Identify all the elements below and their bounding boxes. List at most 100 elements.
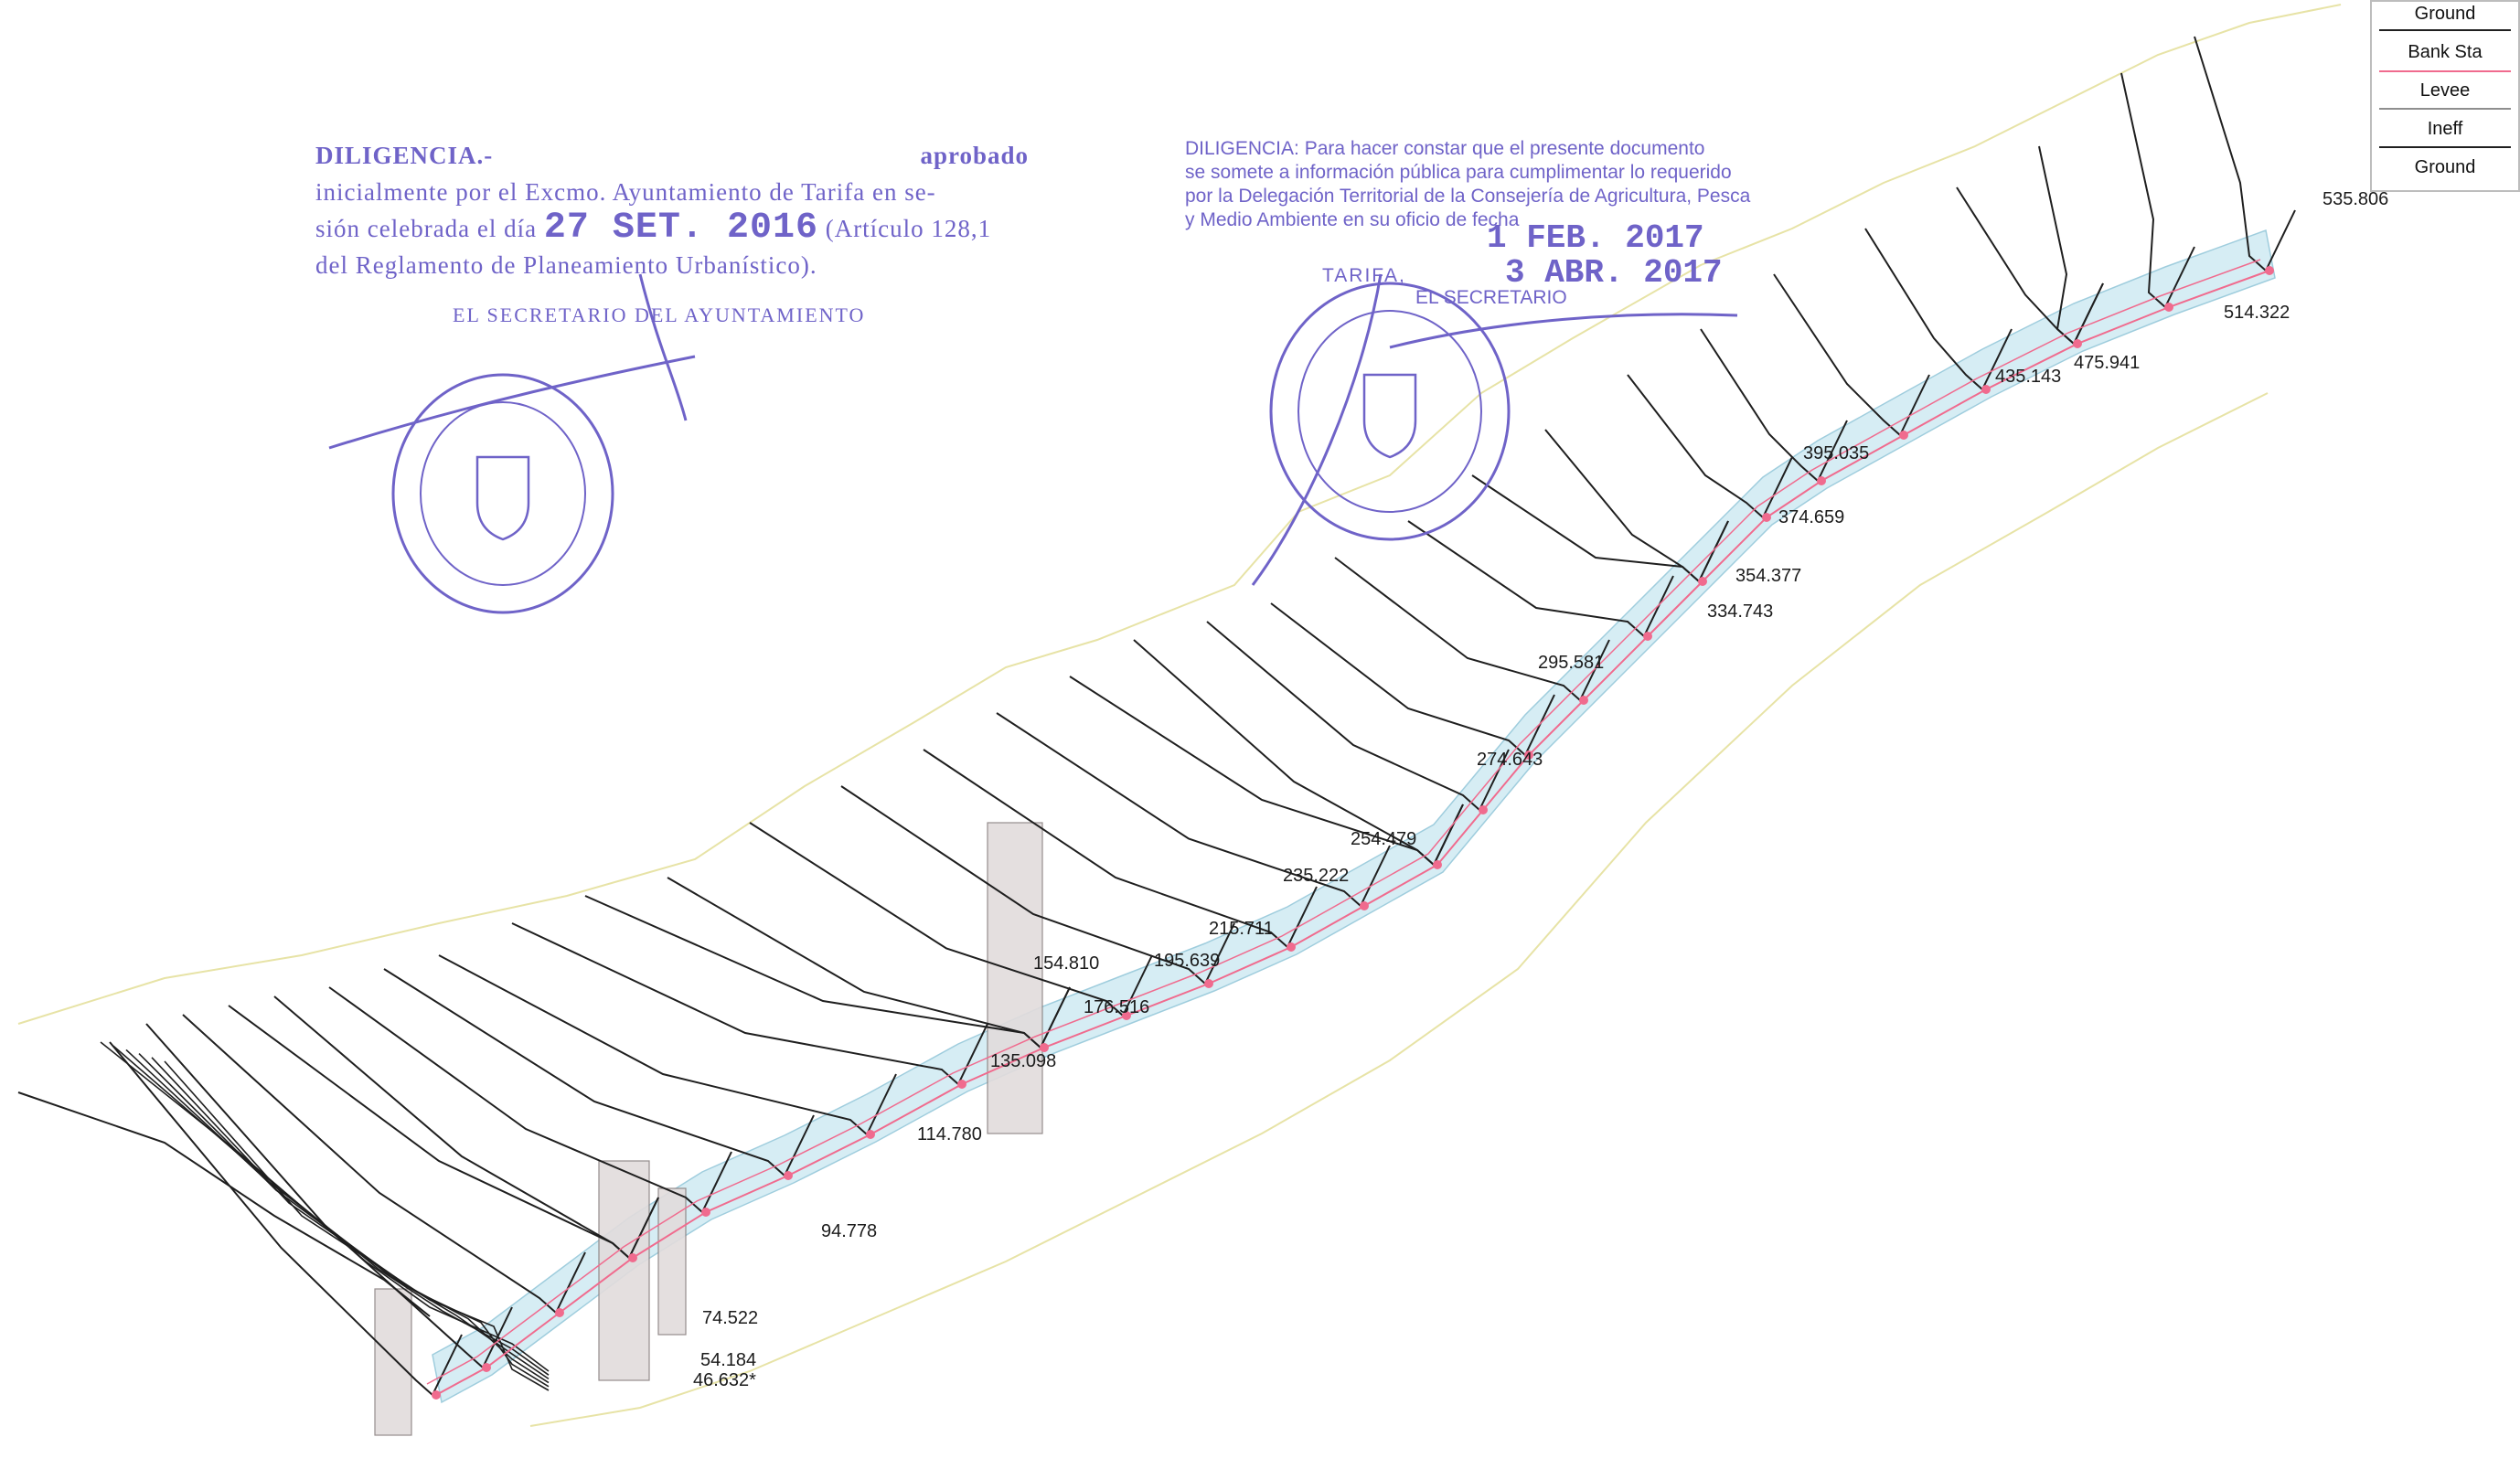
legend-item-ground: Ground	[2414, 4, 2476, 24]
station-label: 395.035	[1803, 443, 1869, 463]
stamp-right-date-1: 1 FEB. 2017	[1487, 219, 1704, 257]
station-label: 274.643	[1477, 750, 1543, 770]
bank-station-layer	[426, 259, 2274, 1400]
cross-section-line	[840, 785, 1235, 985]
bank-station-dot	[482, 1363, 491, 1372]
water-surface	[432, 229, 2276, 1404]
bridge-panel	[374, 1288, 412, 1436]
cross-section-line	[109, 1041, 463, 1397]
bank-station-dot	[1360, 901, 1369, 910]
ground-line-icon	[2379, 29, 2511, 31]
seal-right-inner	[1297, 310, 1482, 513]
legend-item-ineff: Ineff	[2427, 119, 2463, 139]
stamp-left-title: DILIGENCIA.-	[315, 142, 494, 169]
seal-layer	[328, 273, 1738, 614]
bank-station-line-icon	[2379, 70, 2511, 72]
station-label: 74.522	[702, 1308, 758, 1328]
cross-section-line	[1270, 602, 1555, 757]
bank-station-dot	[1817, 476, 1826, 485]
bank-station-dot	[628, 1253, 637, 1262]
stamp-right-line-2: se somete a información pública para cum…	[1185, 162, 1732, 183]
stamp-left-approved: aprobado	[920, 142, 1029, 169]
levee-line-icon	[2379, 108, 2511, 110]
cross-section-line	[1206, 621, 1510, 812]
station-label: 135.098	[990, 1051, 1056, 1071]
bank-station-dot	[1040, 1043, 1049, 1052]
bank-station-dot	[2073, 339, 2082, 348]
bank-station-dot	[2265, 266, 2274, 275]
bank-station-dot	[1479, 805, 1488, 814]
bank-station-dot	[2164, 303, 2173, 312]
bank-station-dot	[1433, 860, 1442, 869]
water-surface-layer	[432, 229, 2276, 1404]
cross-section-line	[438, 954, 897, 1136]
terrain-outline-layer	[17, 4, 2342, 1427]
bank-station-line-2	[426, 259, 2261, 1385]
station-label: 235.222	[1283, 866, 1349, 886]
signature-right	[1251, 273, 1738, 586]
station-label: 154.810	[1033, 953, 1099, 974]
stamp-right-line-3: por la Delegación Territorial de la Cons…	[1185, 186, 1751, 207]
station-label: 254.479	[1351, 829, 1416, 849]
stamp-left-line-1: inicialmente por el Excmo. Ayuntamiento …	[315, 178, 936, 206]
cross-section-line	[1407, 520, 1674, 638]
terrain-bottom-outline	[529, 392, 2269, 1427]
bank-station-dot	[701, 1208, 710, 1217]
stamp-left-line-3: del Reglamento de Planeamiento Urbanísti…	[315, 251, 817, 279]
station-label: 535.806	[2322, 189, 2388, 209]
bank-station-dot	[1698, 577, 1707, 586]
seal-left-inner	[420, 401, 586, 586]
station-label: 46.632*	[693, 1370, 756, 1390]
station-label: 94.778	[821, 1221, 877, 1241]
stamp-right-line-1: DILIGENCIA: Para hacer constar que el pr…	[1185, 138, 1705, 159]
cross-section-line	[2038, 145, 2104, 346]
bank-station-dot	[866, 1130, 875, 1139]
terrain-top-outline	[17, 4, 2342, 1025]
bank-station-dot	[1122, 1011, 1131, 1020]
stamp-right-place: TARIFA,	[1322, 265, 1406, 286]
bridge-structures-layer	[374, 822, 1043, 1436]
bank-station-dot	[432, 1390, 441, 1400]
cross-section-line	[182, 1014, 586, 1315]
stamp-left-line-2-prefix: sión celebrada el día	[315, 215, 538, 242]
station-label: 514.322	[2224, 303, 2290, 323]
signature-left	[328, 273, 696, 450]
bank-station-dot	[957, 1080, 966, 1089]
cross-section-line	[511, 922, 988, 1086]
cross-section-line	[667, 877, 1071, 1049]
cross-section-line	[328, 986, 732, 1214]
cross-section-line	[2194, 36, 2296, 272]
bank-station-dot	[784, 1171, 793, 1180]
legend-item-ground-2: Ground	[2414, 157, 2476, 177]
seal-right	[1269, 282, 1511, 541]
stamp-right-date-2: 3 ABR. 2017	[1505, 254, 1723, 292]
stamp-left-date: 27 SET. 2016	[543, 208, 818, 249]
bank-station-dot	[1762, 513, 1771, 522]
bank-station-dot	[555, 1308, 564, 1317]
outlet-contour-line	[164, 1060, 550, 1391]
cross-section-line	[749, 822, 1153, 1017]
seal-left	[391, 373, 614, 614]
stamp-left-secretary: EL SECRETARIO DEL AYUNTAMIENTO	[453, 303, 866, 326]
bank-station-dot	[1899, 431, 1908, 440]
bank-station-line	[435, 270, 2270, 1396]
bridge-panel	[987, 822, 1043, 1134]
station-labels-layer: 535.806 514.322 475.941 435.143 395.035 374.6…	[693, 189, 2388, 1390]
cross-section-line	[1133, 639, 1464, 867]
cross-section-line	[1627, 374, 1793, 519]
cross-section-line	[228, 1005, 659, 1260]
station-label: 435.143	[1995, 367, 2061, 387]
station-label: 374.659	[1778, 507, 1844, 527]
stamp-left-line-2-suffix: (Artículo 128,1	[825, 215, 992, 242]
bank-station-dot	[1524, 750, 1533, 760]
cross-section-line	[383, 968, 815, 1177]
stamp-right-line-4: y Medio Ambiente en su oficio de fecha	[1185, 209, 1520, 230]
information-stamp-right: DILIGENCIA: Para hacer constar que el pr…	[1185, 137, 1751, 308]
stamp-right-role: EL SECRETARIO	[1415, 287, 1567, 308]
station-label: 215.711	[1209, 919, 1274, 939]
station-label: 114.780	[917, 1124, 982, 1144]
station-label: 475.941	[2074, 353, 2140, 373]
outlet-left-slope	[17, 1091, 431, 1317]
legend: Ground Bank Sta Levee Ineff Ground	[2370, 0, 2520, 192]
station-label: 195.639	[1154, 951, 1220, 971]
